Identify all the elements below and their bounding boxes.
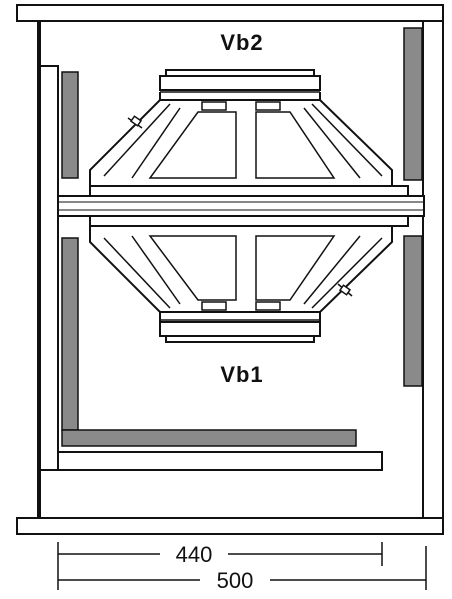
baffle-horizontal (57, 451, 383, 471)
driver-lower-basket (89, 225, 393, 313)
label-vb1: Vb1 (220, 362, 263, 387)
dimension-inner-value: 440 (176, 542, 213, 567)
absorber-bottom-right (403, 235, 423, 387)
top-panel (16, 4, 444, 22)
driver-upper-magnet-cap (165, 69, 315, 77)
driver-lower-flange-outer (89, 215, 409, 227)
label-vb2: Vb2 (220, 30, 263, 55)
driver-lower-magnet-cap (165, 335, 315, 343)
driver-upper-magnet-plate (159, 75, 321, 91)
absorber-left-vertical (61, 237, 79, 431)
dimension-inner (57, 542, 383, 566)
driver-lower (89, 215, 409, 343)
driver-lower-terminal (337, 283, 353, 297)
absorber-material (61, 27, 423, 447)
absorber-top-left (61, 71, 79, 179)
inner-baffle (39, 65, 383, 471)
bottom-panel (16, 517, 444, 535)
absorber-top-right (403, 27, 423, 181)
driver-upper (89, 69, 409, 197)
driver-lower-magnet-plate (159, 321, 321, 337)
dimension-outer (57, 546, 427, 590)
mounting-board (57, 195, 425, 217)
mounting-board-body (57, 195, 425, 217)
baffle-vertical (39, 65, 59, 471)
right-panel (422, 20, 444, 519)
dimension-outer-value: 500 (217, 568, 254, 593)
driver-upper-terminal (127, 115, 143, 129)
absorber-bottom-horizontal (61, 429, 357, 447)
driver-upper-flange-outer (89, 185, 409, 197)
